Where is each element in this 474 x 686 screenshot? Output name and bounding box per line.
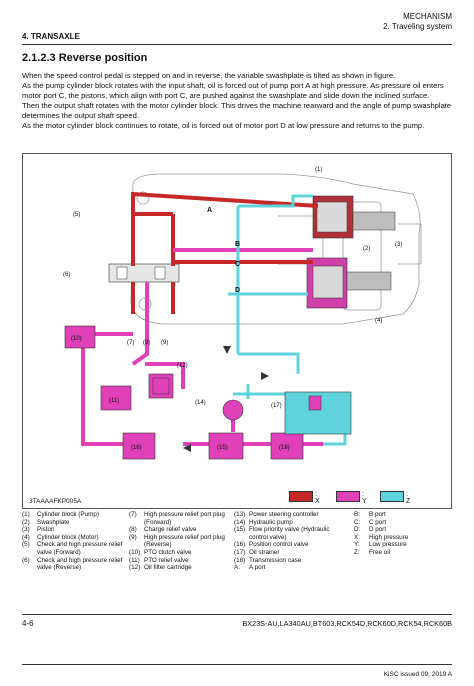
list-item: (7)High pressure relief port plug (Forwa… bbox=[129, 511, 225, 526]
list-item: Y:Low pressure bbox=[354, 541, 407, 549]
page-number: 4-6 bbox=[22, 619, 34, 628]
callout-6: (6) bbox=[63, 272, 70, 278]
parts-column-2: (7)High pressure relief port plug (Forwa… bbox=[129, 511, 229, 572]
callout-16: (16) bbox=[131, 445, 142, 451]
list-item: (18)Transmission case bbox=[234, 556, 302, 564]
callout-7: (7) bbox=[127, 340, 134, 346]
page-header-right: MECHANISM 2. Traveling system bbox=[383, 12, 452, 32]
pump-cylinder-block bbox=[312, 195, 396, 239]
callout-15: (15) bbox=[217, 445, 228, 451]
oil-filter-cartridge bbox=[148, 373, 174, 399]
list-item: (17)Oil strainer bbox=[234, 548, 280, 556]
list-item: (8)Charge relief valve bbox=[129, 526, 197, 534]
legend-swatch-z bbox=[380, 491, 404, 502]
list-item: C:C port bbox=[354, 518, 387, 526]
list-item: Z:Free oil bbox=[354, 548, 390, 556]
callout-12: (12) bbox=[177, 363, 188, 369]
paragraph: As the motor cylinder block continues to… bbox=[22, 121, 425, 130]
legend-swatch-y bbox=[336, 491, 360, 502]
callout-9: (9) bbox=[161, 340, 168, 346]
callout-10: (10) bbox=[71, 336, 82, 342]
list-item: (10)PTO clutch valve bbox=[129, 548, 192, 556]
figure-id: 3TAAAAFKP005A bbox=[29, 498, 82, 505]
callout-3: (3) bbox=[395, 242, 402, 248]
list-item: (15)Flow priority valve (Hydraulic contr… bbox=[234, 526, 330, 541]
low-pressure-lines bbox=[81, 248, 323, 454]
pto-clutch-valve bbox=[64, 325, 96, 349]
flow-priority-valve bbox=[208, 432, 244, 460]
callout-17: (17) bbox=[271, 403, 282, 409]
legend-label-y: : Y bbox=[362, 491, 367, 505]
footer-rule bbox=[22, 614, 452, 615]
port-label-a: A bbox=[207, 207, 212, 214]
power-steering-controller bbox=[122, 432, 156, 460]
model-list: BX23S-AU,LA340AU,BT603,RCK54D,RCK60D,RCK… bbox=[242, 619, 452, 628]
position-control-valve bbox=[270, 432, 304, 460]
chapter-label: 4. TRANSAXLE bbox=[22, 32, 80, 41]
list-item: (14)Hydraulic pump bbox=[234, 518, 293, 526]
list-item: (16)Position control valve bbox=[234, 541, 309, 549]
callout-18: (18) bbox=[279, 445, 290, 451]
list-item: (9)High pressure relief port plug (Rever… bbox=[129, 533, 225, 549]
callout-8: (8) bbox=[143, 340, 150, 346]
hydraulic-circuit-diagram: A B C D (1) (2) (3) (4) (5) (6) (7) (8) … bbox=[63, 167, 422, 460]
callout-5: (5) bbox=[73, 212, 80, 218]
list-item: (5)Check and high pressure relief valve … bbox=[22, 541, 123, 556]
header-rule bbox=[22, 44, 452, 45]
footer-rule-bottom bbox=[22, 664, 452, 665]
list-item: (2)Swashplate bbox=[22, 518, 70, 526]
callout-14: (14) bbox=[195, 400, 206, 406]
list-item: (11)PTO relief valve bbox=[129, 556, 189, 564]
legend-swatch-x bbox=[289, 491, 313, 502]
section-label: MECHANISM bbox=[403, 12, 452, 21]
paragraph: As the pump cylinder block rotates with … bbox=[22, 81, 444, 100]
transaxle-outline bbox=[130, 173, 422, 325]
motor-cylinder-block bbox=[306, 257, 392, 309]
callout-1: (1) bbox=[315, 167, 322, 173]
list-item: B:B port bbox=[354, 511, 386, 518]
parts-column-3: (13)Power steering controller (14)Hydrau… bbox=[234, 511, 342, 572]
callout-11: (11) bbox=[109, 398, 119, 404]
port-label-b: B bbox=[235, 241, 240, 248]
parts-column-1: (1)Cylinder block (Pump) (2)Swashplate (… bbox=[22, 511, 124, 572]
body-text: When the speed control pedal is stepped … bbox=[22, 71, 454, 131]
section-title: 2.1.2.3 Reverse position bbox=[22, 52, 148, 64]
issue-date: KiSC issued 09, 2019 A bbox=[383, 671, 452, 678]
hydraulic-pump bbox=[222, 399, 244, 421]
callout-4: (4) bbox=[375, 318, 382, 324]
callout-2: (2) bbox=[363, 246, 370, 252]
subsection-label: 2. Traveling system bbox=[383, 22, 452, 31]
paragraph: Then the output shaft rotates with the m… bbox=[22, 101, 452, 120]
high-pressure-lines bbox=[131, 191, 319, 314]
hydraulic-circuit-figure: A B C D (1) (2) (3) (4) (5) (6) (7) (8) … bbox=[22, 153, 452, 509]
paragraph: When the speed control pedal is stepped … bbox=[22, 71, 396, 80]
list-item: (4)Cylinder block (Motor) bbox=[22, 533, 99, 541]
valve-block bbox=[108, 263, 180, 283]
pto-relief-valve bbox=[100, 385, 132, 411]
list-item: (12)Oil filter cartridge bbox=[129, 564, 192, 572]
legend-label-z: : Z bbox=[406, 491, 411, 505]
flow-arrows bbox=[183, 346, 269, 452]
port-label-d: D bbox=[235, 287, 240, 294]
parts-column-4: B:B port C:C port D:D port X:High pressu… bbox=[354, 511, 454, 557]
port-label-c: C bbox=[235, 261, 240, 268]
list-item: (13)Power steering controller bbox=[234, 511, 319, 518]
list-item: A:A port bbox=[234, 564, 266, 572]
oil-strainer bbox=[308, 395, 322, 411]
list-item: (1)Cylinder block (Pump) bbox=[22, 511, 99, 518]
list-item: (3)Piston bbox=[22, 526, 55, 534]
list-item: X:High pressure bbox=[354, 533, 409, 541]
list-item: (6)Check and high pressure relief valve … bbox=[22, 556, 123, 572]
legend-label-x: : X bbox=[315, 491, 320, 505]
list-item: D:D port bbox=[354, 526, 387, 534]
